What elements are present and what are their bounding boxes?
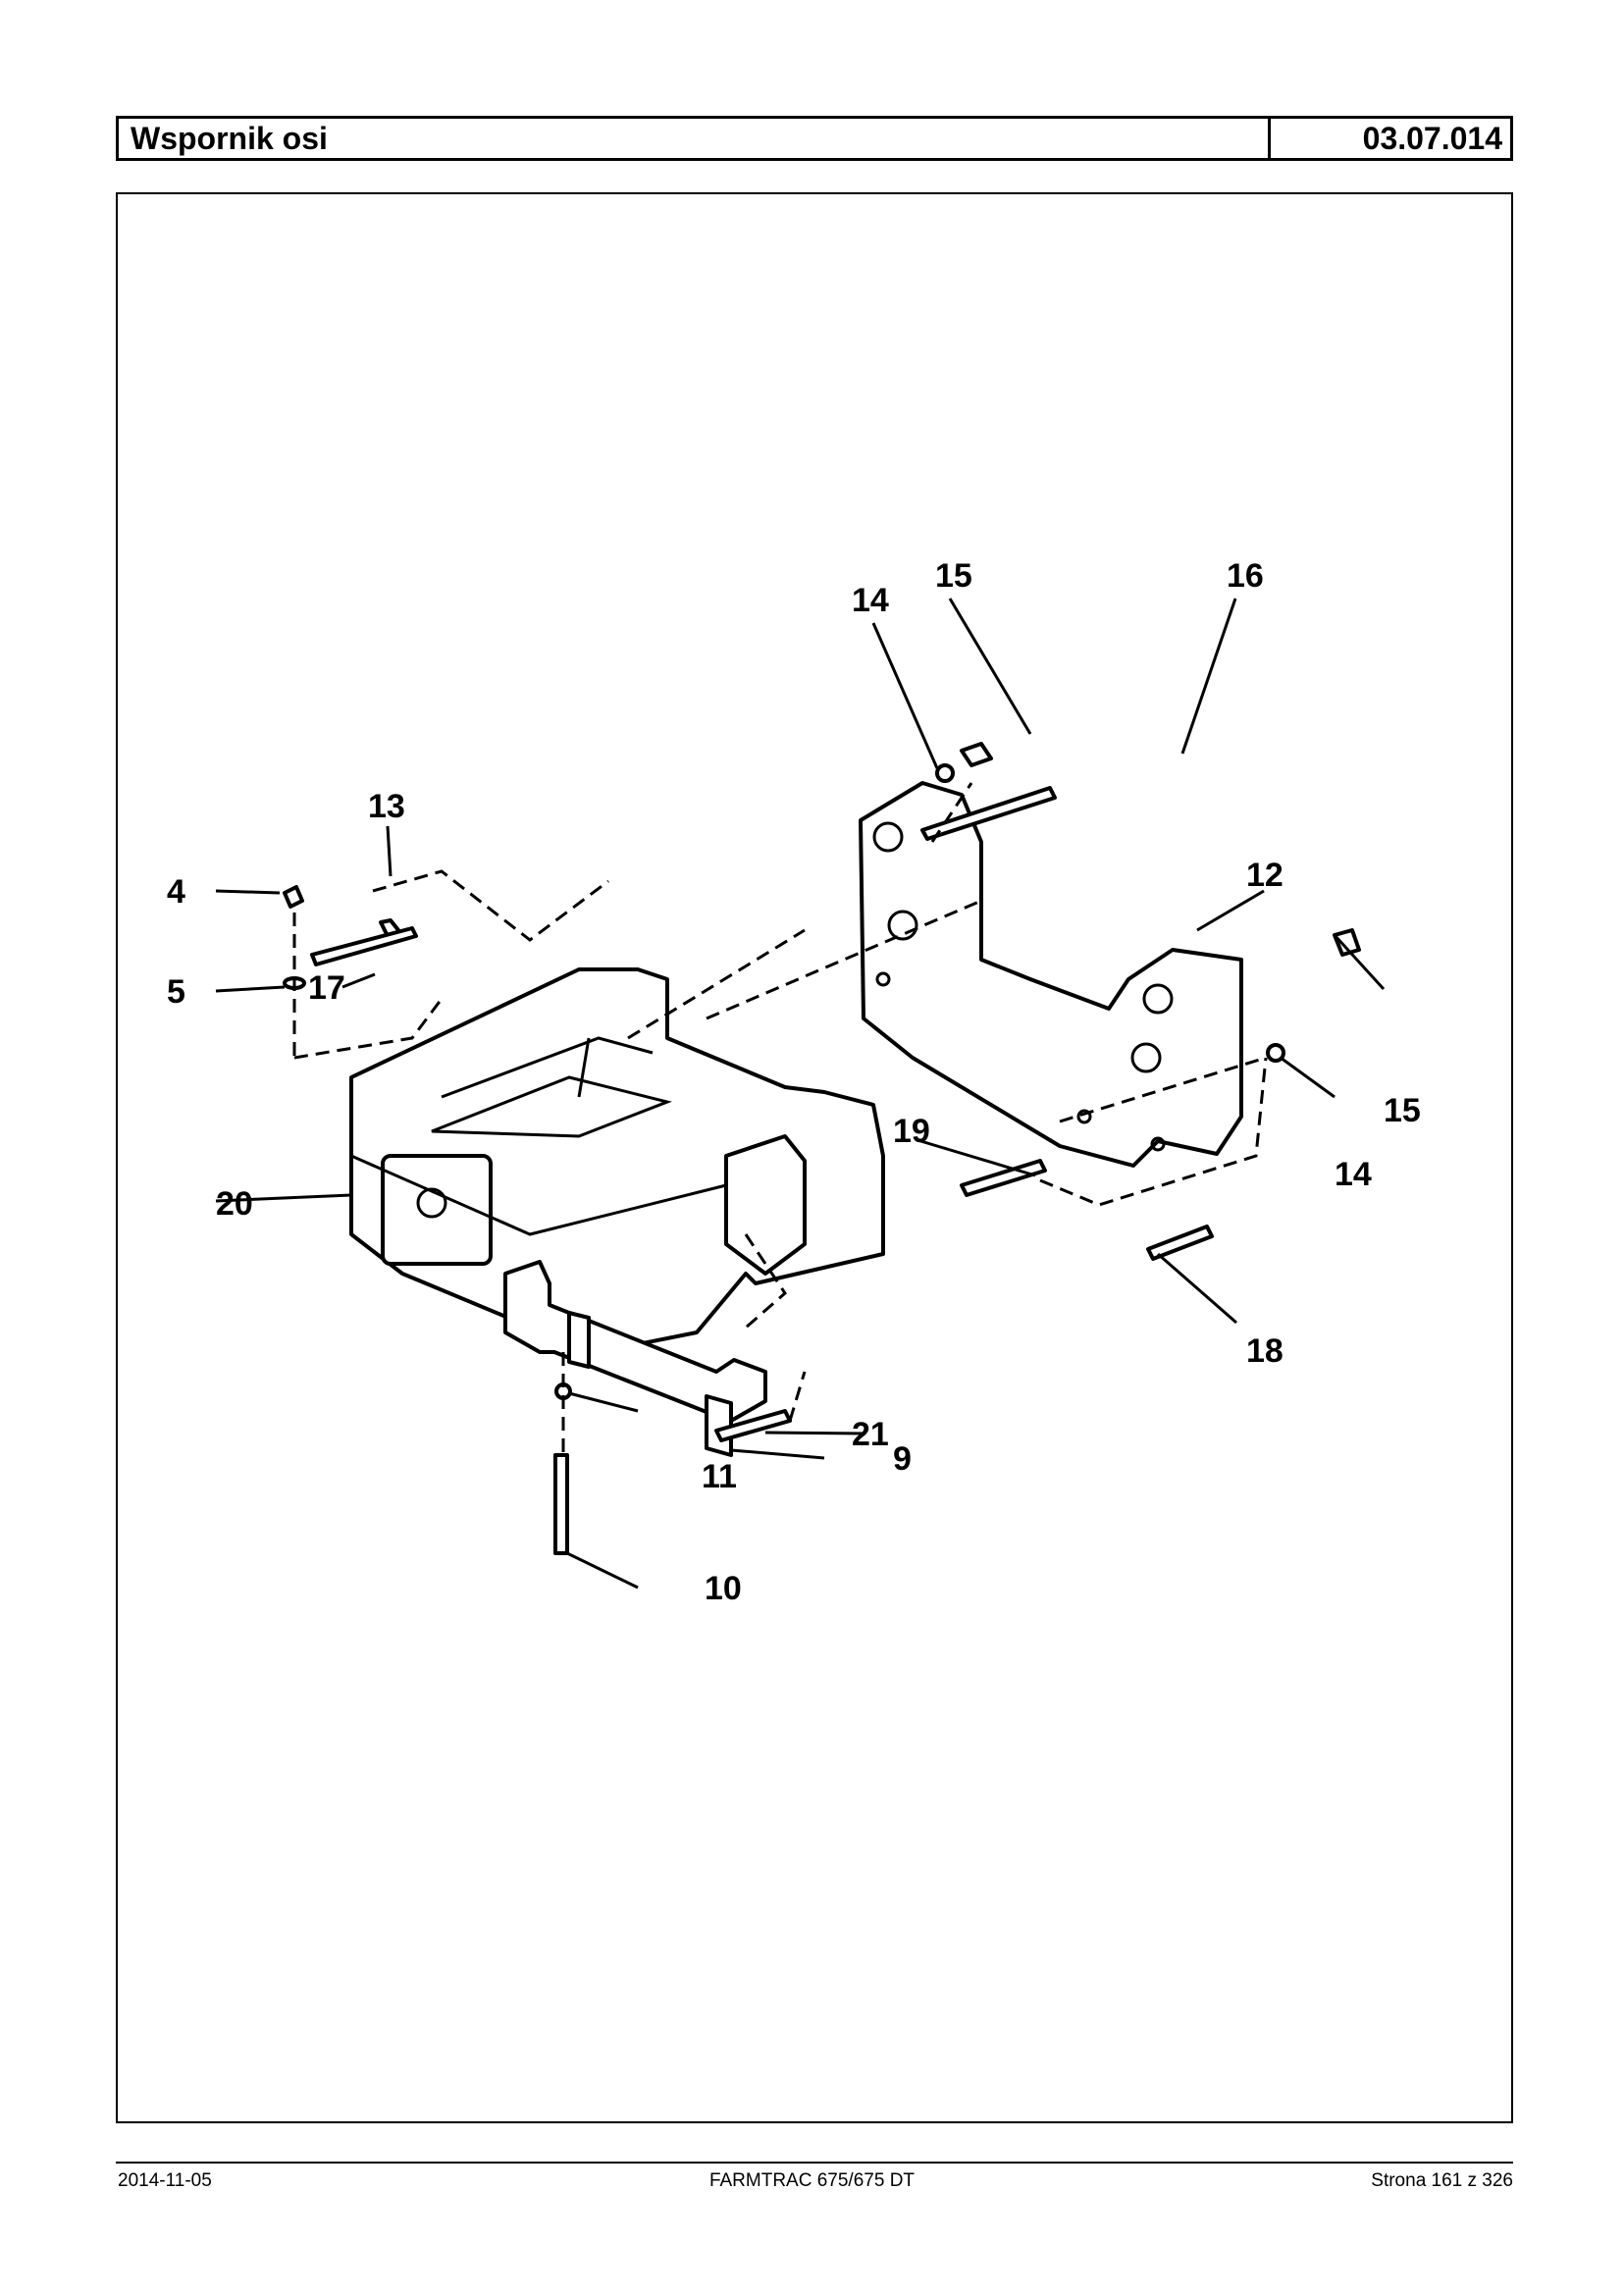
callout-21: 21 [852, 1416, 889, 1453]
footer-page-number: Strona 161 z 326 [1371, 2170, 1513, 2191]
bolt-16 [920, 786, 1057, 841]
callout-11: 11 [702, 1458, 737, 1495]
callout-17: 17 [308, 969, 345, 1007]
washer-14-top [935, 763, 955, 783]
callout-9: 9 [893, 1440, 912, 1478]
callout-20: 20 [216, 1185, 253, 1223]
callout-18: 18 [1246, 1332, 1283, 1370]
exploded-parts-diagram: 15 16 14 13 4 5 17 12 19 15 14 20 18 21 … [167, 557, 1421, 1607]
callout-13: 13 [368, 788, 405, 825]
bolt-18 [1146, 1225, 1214, 1261]
callout-15-right: 15 [1384, 1092, 1421, 1129]
callout-16: 16 [1227, 557, 1264, 595]
page-title: Wspornik osi [119, 119, 1271, 158]
footer-date: 2014-11-05 [118, 2170, 212, 2191]
callout-15-top: 15 [935, 557, 972, 595]
washer-14-right [1266, 1043, 1285, 1063]
page-header: Wspornik osi 03.07.014 [116, 116, 1513, 161]
callout-5: 5 [167, 973, 185, 1011]
footer-divider [116, 2162, 1513, 2164]
callout-12: 12 [1246, 857, 1283, 894]
bolt-4 [283, 885, 304, 909]
callout-4: 4 [167, 873, 185, 911]
callout-10: 10 [705, 1570, 742, 1607]
section-code: 03.07.014 [1362, 121, 1502, 156]
bracket-part-12 [859, 781, 1243, 1168]
nut-15-top [960, 742, 993, 767]
callout-14-right: 14 [1335, 1156, 1372, 1193]
callout-14-top: 14 [852, 582, 889, 619]
parts-diagram-frame: 15 16 14 13 4 5 17 12 19 15 14 20 18 21 … [116, 192, 1513, 2123]
bolt-13 [310, 926, 418, 966]
nut-15-right [1333, 928, 1361, 957]
bolt-10 [553, 1453, 569, 1555]
callout-19: 19 [893, 1113, 930, 1150]
crossbar-part-9 [503, 1260, 767, 1423]
footer-model: FARMTRAC 675/675 DT [708, 2170, 916, 2191]
